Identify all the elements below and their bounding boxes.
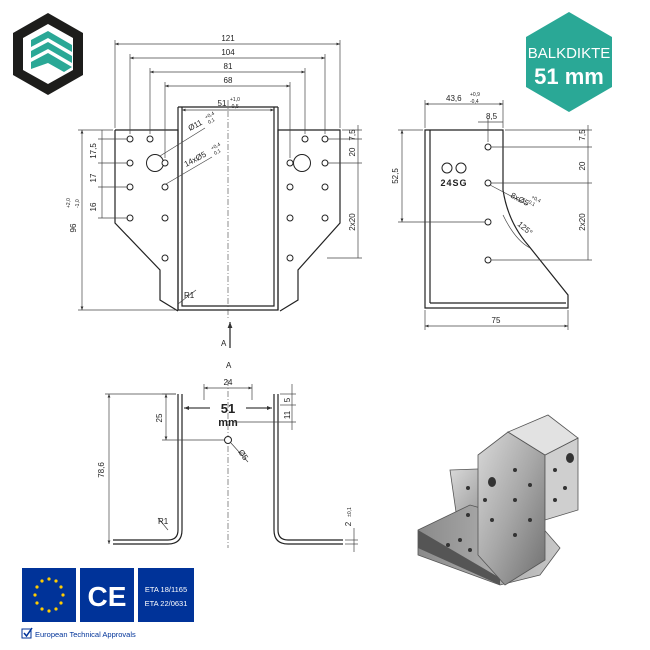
beam-thickness-badge: BALKDIKTE 51 mm xyxy=(526,12,612,112)
certifications: CE ETA 18/1165 ETA 22/0631 European Tech… xyxy=(21,568,194,639)
brand-logo xyxy=(13,13,83,95)
section-dimensions: 24 51 mm 25 78,6 5 11 Ø5 R1 xyxy=(97,378,358,552)
front-width-dimensions: 121 104 81 68 51 +1,0 -0,5 xyxy=(114,34,341,158)
dim-52-5: 52,5 xyxy=(391,168,400,184)
section-radius-label: R1 xyxy=(158,517,169,526)
approvals-label: European Technical Approvals xyxy=(35,630,136,639)
svg-text:+1,0: +1,0 xyxy=(230,97,240,103)
svg-text:±0,1: ±0,1 xyxy=(347,507,353,517)
side-holes-label: 8xØ5 xyxy=(509,191,531,208)
dim-121: 121 xyxy=(221,34,235,43)
small-holes-label: 14xØ5 xyxy=(183,149,209,168)
front-holes-right xyxy=(286,135,329,262)
dim-43-6: 43,6 xyxy=(446,94,462,103)
dim-17-5: 17,5 xyxy=(89,143,98,159)
svg-text:0,1: 0,1 xyxy=(527,199,536,208)
radius-label: R1 xyxy=(184,291,195,300)
side-dimensions: 43,6 +0,9 -0,4 8,5 52,5 7,5 20 2x20 8xØ5… xyxy=(391,92,592,330)
svg-text:+0,4: +0,4 xyxy=(204,111,216,121)
front-hole-callouts: Ø11 +0,4 0,1 14xØ5 +0,4 0,1 xyxy=(159,111,222,185)
checkbox-icon xyxy=(21,628,32,639)
dim-17: 17 xyxy=(89,173,98,182)
dim-75: 75 xyxy=(492,316,501,325)
svg-text:+0,9: +0,9 xyxy=(470,92,480,98)
front-right-dimensions: 7,5 20 2x20 xyxy=(327,125,362,259)
front-view: 121 104 81 68 51 +1,0 -0,5 Ø11 +0,4 0,1 xyxy=(66,34,362,348)
badge-value: 51 mm xyxy=(534,64,604,89)
svg-text:24SG: 24SG xyxy=(440,178,467,188)
dim-104: 104 xyxy=(221,48,235,57)
eu-flag-icon xyxy=(22,568,76,622)
dim-5: 5 xyxy=(283,397,292,402)
product-stamp: 24SG xyxy=(440,162,467,188)
dim-2x20: 2x20 xyxy=(348,213,357,231)
svg-text:+0,4: +0,4 xyxy=(210,142,222,152)
dim-24: 24 xyxy=(224,378,233,387)
dim-11: 11 xyxy=(283,410,292,419)
badge-title: BALKDIKTE xyxy=(528,45,611,62)
dim-inner-51: 51 xyxy=(218,99,227,108)
dim-height-96: 96 xyxy=(69,223,78,232)
dim-20: 20 xyxy=(348,147,357,156)
dim-78-6: 78,6 xyxy=(97,462,106,478)
svg-text:+0,4: +0,4 xyxy=(530,194,542,204)
svg-text:+2,0: +2,0 xyxy=(66,198,72,208)
inner-width-unit: mm xyxy=(218,417,238,429)
svg-text:-0,5: -0,5 xyxy=(230,104,239,110)
svg-text:-0,4: -0,4 xyxy=(470,99,479,105)
dim-25: 25 xyxy=(155,413,164,422)
section-view: A 24 51 mm 25 78,6 5 11 xyxy=(97,361,358,552)
ce-mark-box xyxy=(80,568,134,622)
front-holes-left xyxy=(126,135,169,262)
dim-68: 68 xyxy=(224,76,233,85)
section-title: A xyxy=(226,361,232,370)
side-dim-7-5: 7,5 xyxy=(578,129,587,141)
ce-mark: CE xyxy=(88,581,127,612)
eta-line-1: ETA 18/1165 xyxy=(145,585,187,594)
angle-label: 125° xyxy=(516,220,534,238)
dim-8-5: 8,5 xyxy=(486,112,498,121)
side-view: 24SG 43,6 +0,9 -0,4 8,5 52,5 7,5 20 2x20 xyxy=(391,92,592,330)
product-3d-render xyxy=(417,414,579,586)
eta-line-2: ETA 22/0631 xyxy=(145,599,188,608)
eta-box xyxy=(138,568,194,622)
dim-81: 81 xyxy=(224,62,233,71)
svg-text:0,1: 0,1 xyxy=(207,117,216,126)
eu-stars xyxy=(33,577,65,613)
section-arrow-label: A xyxy=(221,339,227,348)
svg-text:0,1: 0,1 xyxy=(213,148,222,157)
side-dim-20: 20 xyxy=(578,161,587,170)
section-hole-label: Ø5 xyxy=(236,448,250,462)
dim-16: 16 xyxy=(89,202,98,211)
inner-width-51: 51 xyxy=(221,401,235,416)
dim-7-5: 7,5 xyxy=(348,129,357,141)
svg-text:-1,0: -1,0 xyxy=(75,199,81,208)
side-dim-2x20: 2x20 xyxy=(578,213,587,231)
front-left-dimensions: 96 +2,0 -1,0 17,5 17 16 xyxy=(66,129,176,311)
thickness-label: 2 xyxy=(344,521,353,526)
